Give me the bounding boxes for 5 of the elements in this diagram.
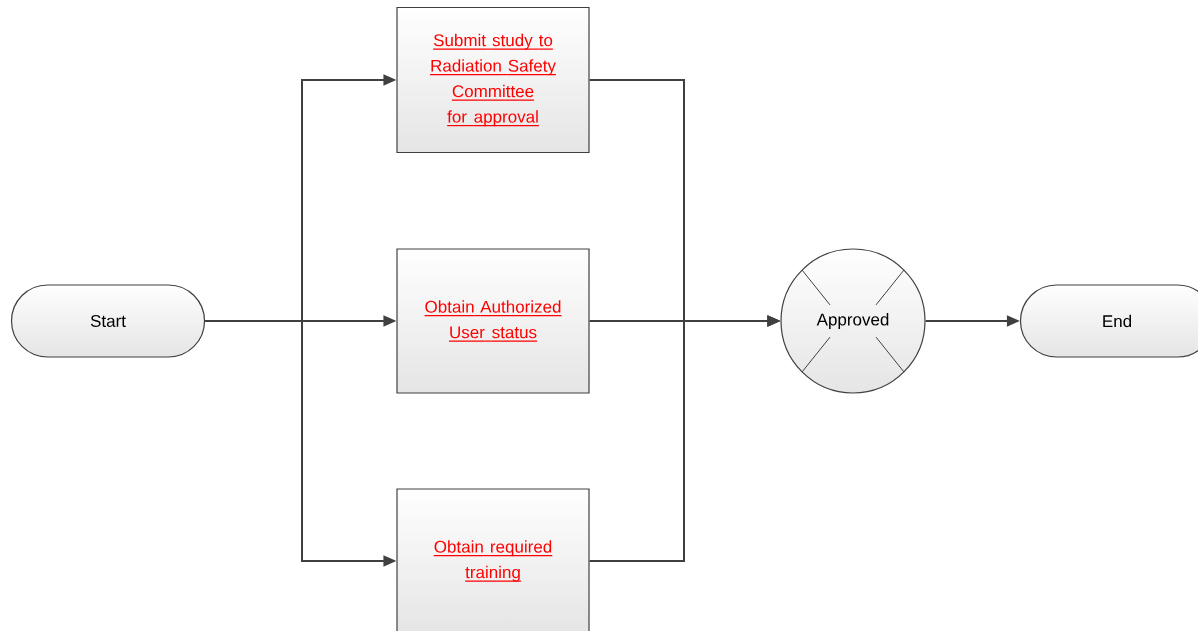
process-box: Submit study to Radiation Safety Committee for approval [396, 6, 590, 154]
process-box: Obtain required training [396, 488, 590, 631]
terminator-pill: End [1019, 284, 1198, 358]
terminator-pill: Start [10, 284, 206, 358]
process-box: Obtain Authorized User status [396, 248, 590, 394]
